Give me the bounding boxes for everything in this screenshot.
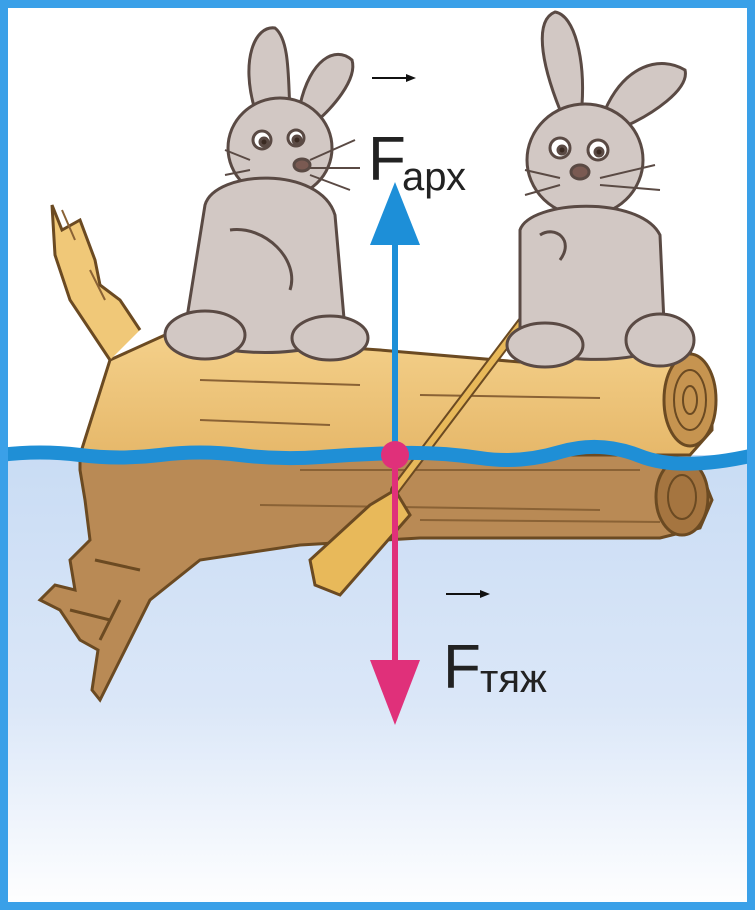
- gravity-force-letter: F: [443, 633, 481, 702]
- buoyant-force-subscript: арх: [402, 155, 466, 199]
- force-application-point: [381, 441, 409, 469]
- gravity-force-subscript: тяж: [480, 657, 547, 701]
- buoyant-force-letter: F: [368, 125, 406, 194]
